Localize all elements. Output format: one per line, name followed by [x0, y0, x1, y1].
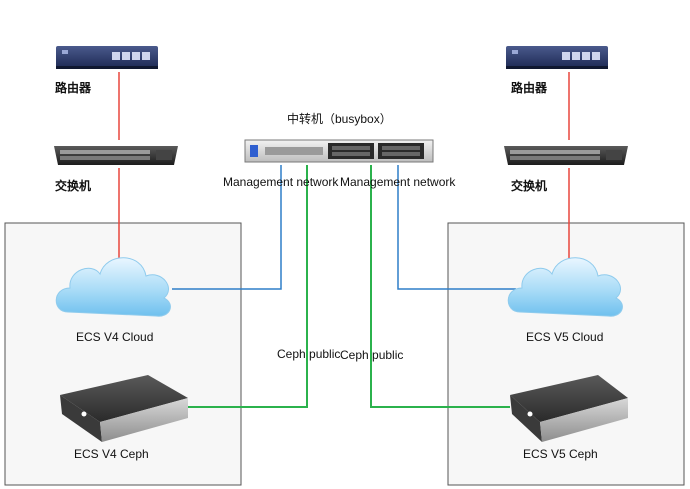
- right-router-label: 路由器: [511, 81, 548, 95]
- management-network-label-left: Management network: [223, 175, 339, 189]
- left-cloud-icon: [55, 257, 171, 317]
- right-switch-label: 交换机: [511, 179, 548, 193]
- right-switch-icon: [504, 146, 628, 165]
- left-cloud-label: ECS V4 Cloud: [76, 330, 154, 344]
- right-cloud-label: ECS V5 Cloud: [526, 330, 604, 344]
- right-ceph-label: ECS V5 Ceph: [523, 447, 598, 461]
- management-network-label-right: Management network: [340, 175, 456, 189]
- right-management-link: [397, 165, 516, 290]
- left-router-icon: [56, 46, 158, 69]
- right-storage-icon: [510, 375, 628, 442]
- ceph-public-label-right: Ceph public: [340, 348, 404, 362]
- ceph-public-label-left: Ceph public: [277, 347, 341, 361]
- left-switch-label: 交换机: [55, 179, 92, 193]
- left-router-label: 路由器: [55, 81, 92, 95]
- left-ceph-link: [188, 165, 308, 408]
- left-ceph-label: ECS V4 Ceph: [74, 447, 149, 461]
- center-server-label: 中转机（busybox）: [287, 112, 392, 126]
- left-storage-icon: [60, 375, 188, 442]
- right-ceph-link: [370, 165, 510, 408]
- center-rack-server-icon: [244, 139, 434, 163]
- right-cloud-icon: [507, 257, 623, 317]
- left-switch-icon: [54, 146, 178, 165]
- right-router-icon: [506, 46, 608, 69]
- left-management-link: [172, 165, 282, 290]
